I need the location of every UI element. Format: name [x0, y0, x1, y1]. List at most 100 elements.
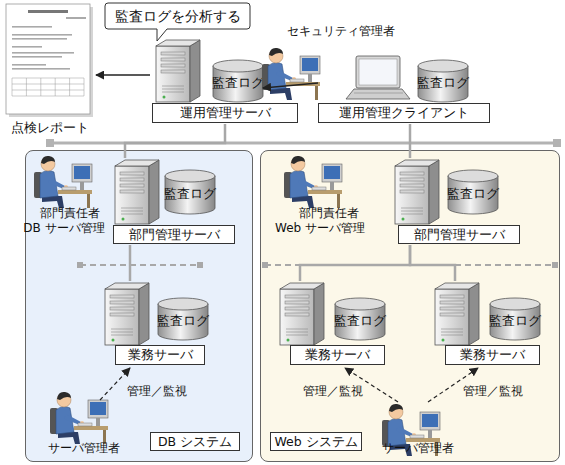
drive-bay [285, 313, 309, 316]
drive-bay [110, 307, 134, 310]
log-label: 監査ログ [159, 186, 221, 202]
tower-side [469, 283, 479, 345]
vent-line [111, 332, 133, 333]
log-label: 監査ログ [442, 186, 504, 202]
server-label: 業務サーバ [445, 345, 540, 365]
vent-line [121, 211, 143, 212]
page-table-col [12, 78, 13, 96]
power-lamp [402, 218, 405, 221]
vent-line [401, 208, 423, 209]
drive-bay [161, 58, 185, 61]
server-label: 部門管理サーバ [398, 225, 520, 244]
vent-line [441, 329, 463, 330]
tower-top [435, 283, 479, 289]
power-lamp [442, 339, 445, 342]
role-label: セキュリティ管理者 [283, 24, 399, 39]
log-label: 監査ログ [329, 313, 391, 329]
desk [58, 190, 92, 194]
page-date-bar [66, 17, 86, 19]
role-label: サーバ管理者 [380, 441, 456, 456]
drive-bay [400, 184, 424, 187]
bus-terminal [262, 262, 268, 268]
vent-line [111, 335, 133, 336]
monitor-stand [428, 430, 432, 438]
drive-bay [400, 178, 424, 181]
hand [80, 421, 84, 425]
page [6, 4, 90, 114]
monitor [72, 164, 92, 182]
page-text-bar [12, 34, 72, 36]
callout-text: 監査ログを分析する [105, 3, 250, 29]
person-figure [50, 392, 108, 444]
desk-leg [87, 194, 90, 208]
log-label: 監査ログ [207, 75, 269, 91]
cylinder-top [418, 60, 468, 72]
monitor [420, 412, 440, 430]
tower-front [435, 289, 469, 345]
monitor-screen [74, 166, 90, 179]
hair [57, 392, 71, 400]
server-label: 業務サーバ [290, 345, 385, 365]
person-figure [284, 156, 342, 208]
monitor-arrow [100, 368, 130, 400]
server-label: 運用管理サーバ [152, 103, 298, 123]
tower-top [105, 283, 149, 289]
page-text-bar [12, 56, 62, 58]
vent-line [121, 208, 143, 209]
monitor [88, 400, 108, 418]
hair [41, 156, 55, 164]
drive-bay [120, 184, 144, 187]
drive-bay [440, 307, 464, 310]
keyboard [62, 187, 76, 190]
keyboard-line [354, 93, 403, 94]
laptop-lid [356, 56, 400, 88]
torso [40, 170, 58, 198]
cylinder-top [448, 170, 498, 182]
flow-arrow [96, 74, 150, 75]
arm [396, 426, 413, 437]
log-database: 監査ログ [490, 298, 540, 340]
tower-top [280, 283, 324, 289]
tower-front [105, 289, 139, 345]
hair [291, 156, 305, 164]
torso [56, 406, 74, 434]
arm [48, 178, 65, 189]
head [41, 157, 55, 171]
chair [34, 172, 42, 198]
tower-front [395, 166, 429, 224]
desk-leg [315, 86, 318, 100]
head [389, 405, 403, 419]
page-text-bar [12, 64, 46, 66]
vent-line [162, 89, 184, 90]
bus-terminal [552, 262, 558, 268]
monitor-screen [90, 402, 106, 415]
hair [269, 48, 283, 56]
tower-side [429, 160, 439, 224]
page-title-bar [28, 10, 68, 13]
monitor [322, 164, 342, 182]
chair [50, 408, 58, 434]
keyboard [410, 435, 424, 438]
tower-top [115, 160, 159, 166]
drive-bay [440, 301, 464, 304]
tower-front [280, 289, 314, 345]
chair [262, 64, 270, 90]
drive-bay [285, 301, 309, 304]
flow-arrow [263, 83, 318, 88]
cylinder-top [158, 298, 208, 310]
page-text-bar [12, 68, 70, 70]
person-figure [262, 48, 320, 100]
network-line [410, 245, 455, 281]
role-label: 管理／監視 [300, 384, 366, 399]
head [291, 157, 305, 171]
power-lamp [163, 96, 166, 99]
log-label: 監査ログ [484, 313, 546, 329]
keyboard [290, 79, 304, 82]
cylinder-top [490, 298, 540, 310]
drive-bay [285, 295, 309, 298]
torso [268, 62, 286, 90]
system-panel: 部門管理サーバ監査ログ業務サーバ監査ログ業務サーバ監査ログWeb システム [260, 150, 560, 462]
arm [276, 70, 293, 81]
